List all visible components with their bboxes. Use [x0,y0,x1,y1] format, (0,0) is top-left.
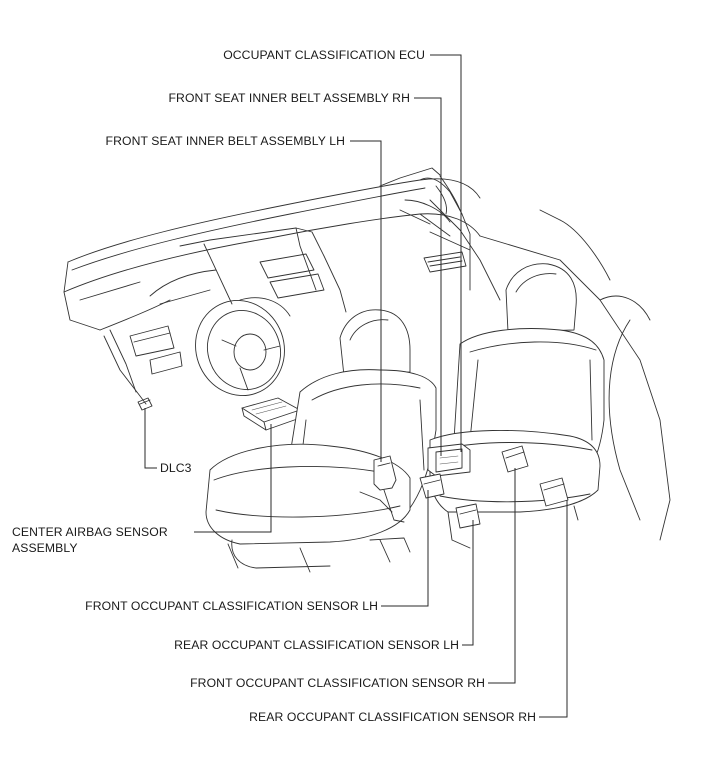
label-dlc3: DLC3 [160,461,192,475]
passenger-seat-drawing [429,263,605,549]
leader-lines [144,54,568,718]
leader-line-center-airbag-sensor [194,424,272,533]
leader-line-occupant-classification-ecu [430,54,462,452]
leader-line-rear-occupant-sensor-lh [462,520,474,646]
leader-line-front-occupant-sensor-lh [381,490,429,607]
leader-line-front-occupant-sensor-rh [488,468,516,684]
label-center-airbag-sensor-line1: CENTER AIRBAG SENSOR [12,525,168,539]
rear-occupant-sensor-rh-drawing [539,477,569,507]
label-occupant-classification-ecu: OCCUPANT CLASSIFICATION ECU [223,48,425,62]
steering-wheel-drawing [149,269,291,396]
dlc3-drawing [137,397,153,411]
label-center-airbag-sensor-line2: ASSEMBLY [12,541,78,555]
leader-line-rear-occupant-sensor-rh [539,500,568,718]
leader-line-dlc3 [144,408,157,469]
label-rear-occupant-sensor-rh: REAR OCCUPANT CLASSIFICATION SENSOR RH [249,710,536,724]
leader-line-front-seat-inner-belt-lh [350,140,382,462]
front-seat-inner-belt-lh-drawing [359,455,405,523]
label-front-occupant-sensor-rh: FRONT OCCUPANT CLASSIFICATION SENSOR RH [190,676,485,690]
label-rear-occupant-sensor-lh: REAR OCCUPANT CLASSIFICATION SENSOR LH [174,638,459,652]
front-occupant-sensor-lh-drawing [419,473,445,499]
label-front-seat-inner-belt-lh: FRONT SEAT INNER BELT ASSEMBLY LH [105,134,345,148]
dashboard-drawing [63,167,671,541]
leader-line-front-seat-inner-belt-rh [414,97,442,456]
label-front-seat-inner-belt-rh: FRONT SEAT INNER BELT ASSEMBLY RH [168,91,410,105]
occupant-classification-ecu-drawing [427,443,471,477]
label-front-occupant-sensor-lh: FRONT OCCUPANT CLASSIFICATION SENSOR LH [85,599,378,613]
front-occupant-sensor-rh-drawing [501,445,529,473]
driver-seat-drawing [205,309,437,573]
rear-occupant-sensor-lh-drawing [455,503,481,529]
